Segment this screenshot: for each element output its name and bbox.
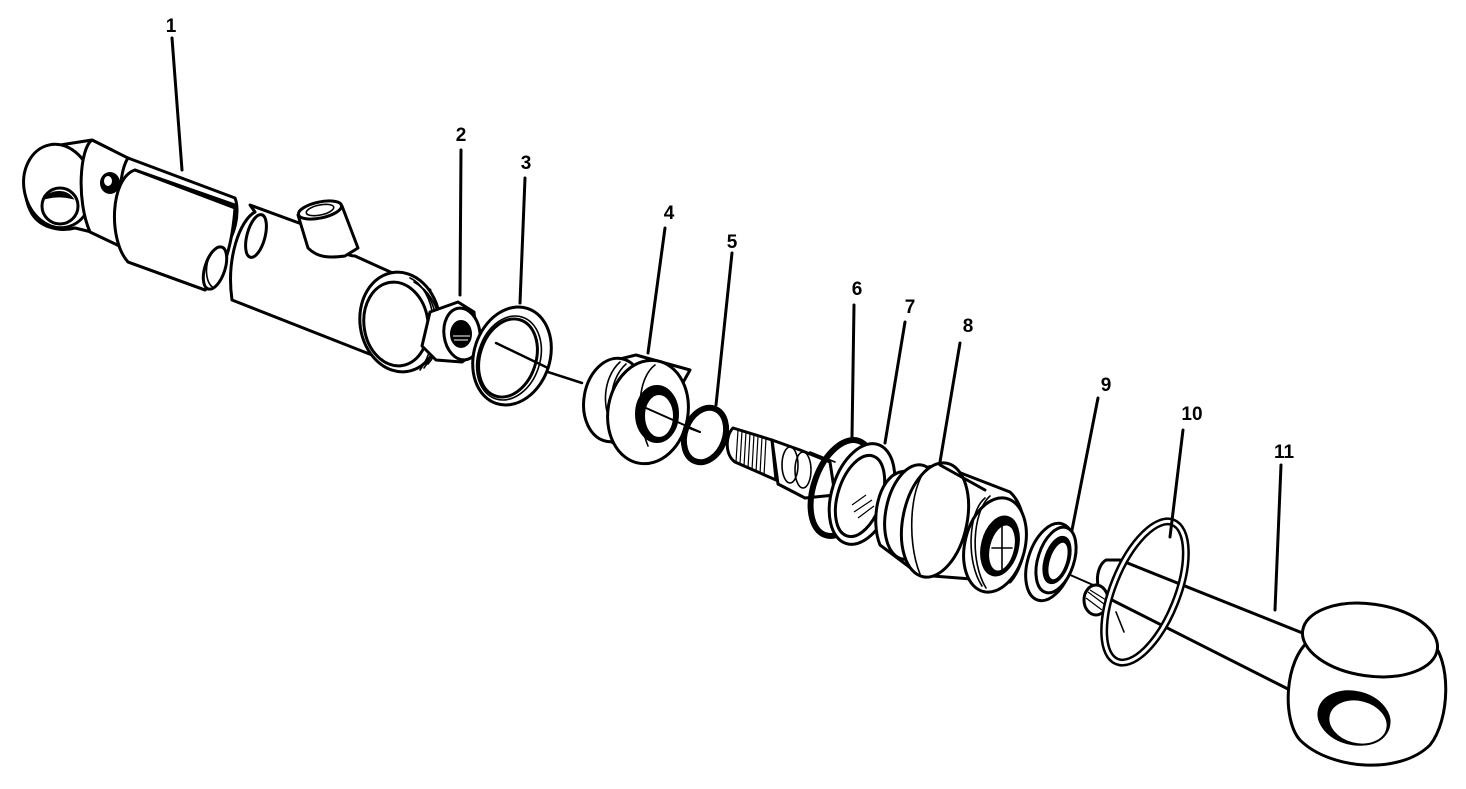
leader-lines — [170, 36, 1283, 612]
part-8-gland — [874, 461, 1028, 594]
part-3-seal-ring — [471, 305, 553, 407]
part-2-hex-nut — [420, 300, 482, 364]
part-4-piston — [582, 353, 701, 466]
callout-3: 3 — [521, 153, 532, 174]
callout-2: 2 — [456, 125, 467, 146]
callout-labels: 1 2 3 4 5 6 7 8 9 10 11 — [166, 16, 1295, 463]
callout-5: 5 — [727, 232, 738, 253]
part-5-o-ring — [680, 404, 730, 466]
callout-6: 6 — [852, 279, 863, 300]
callout-1: 1 — [166, 16, 177, 37]
callout-7: 7 — [905, 297, 916, 318]
callout-4: 4 — [664, 203, 675, 224]
callout-10: 10 — [1181, 404, 1202, 425]
part-9-rod-seal — [1024, 521, 1078, 603]
part-1-cylinder-barrel — [22, 138, 442, 374]
callout-11: 11 — [1274, 442, 1295, 463]
threaded-stud — [725, 426, 837, 500]
part-7-backup-washer — [827, 442, 897, 546]
part-11-piston-rod — [1082, 558, 1448, 767]
callout-9: 9 — [1101, 375, 1112, 396]
callout-8: 8 — [963, 316, 974, 337]
